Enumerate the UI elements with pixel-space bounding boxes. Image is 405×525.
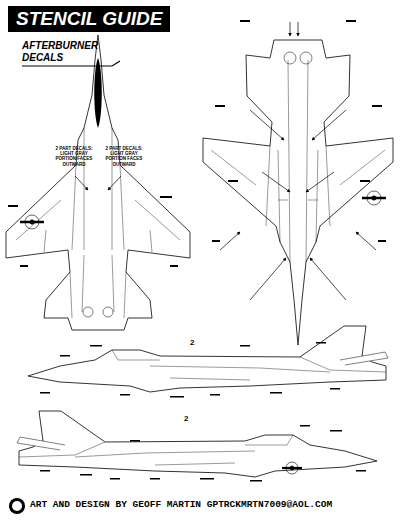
callout-number: 2	[184, 414, 188, 423]
decal-note: 2 PART DECALS: LIGHT GRAY PORTION FACES …	[102, 146, 146, 167]
title-banner: STENCIL GUIDE	[8, 6, 170, 32]
decal-note: 2 PART DECALS: LIGHT GRAY PORTION FACES …	[52, 146, 96, 167]
callout-number: 2	[190, 338, 194, 347]
credit-line: ART AND DESIGN BY GEOFF MARTIN GPTRCKMRT…	[30, 500, 332, 511]
brand-logo: AFTERBURNER DECALS	[22, 40, 132, 63]
